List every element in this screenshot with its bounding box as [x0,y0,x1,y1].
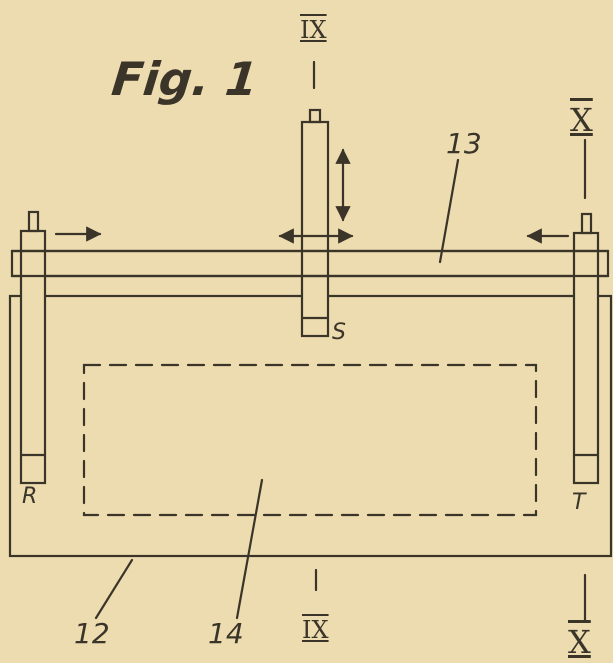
section-ix-bottom: IX [302,616,329,644]
section-x-top: X [570,101,593,139]
leader-14 [235,478,264,620]
right-rod-t [572,212,600,485]
label-t: T [572,490,586,515]
slider-s [300,108,330,338]
leader-13 [438,158,460,264]
leader-12 [94,558,134,620]
section-ix-top: IX [300,16,327,44]
left-rod-r [19,210,47,485]
section-x-bottom: X [568,623,591,661]
label-14: 14 [208,617,244,650]
label-13: 13 [446,127,482,160]
label-r: R [22,484,38,509]
dashed-region-14 [82,363,538,517]
label-s: S [332,320,346,345]
figure-title: Fig. 1 [109,52,261,106]
label-12: 12 [74,617,110,650]
